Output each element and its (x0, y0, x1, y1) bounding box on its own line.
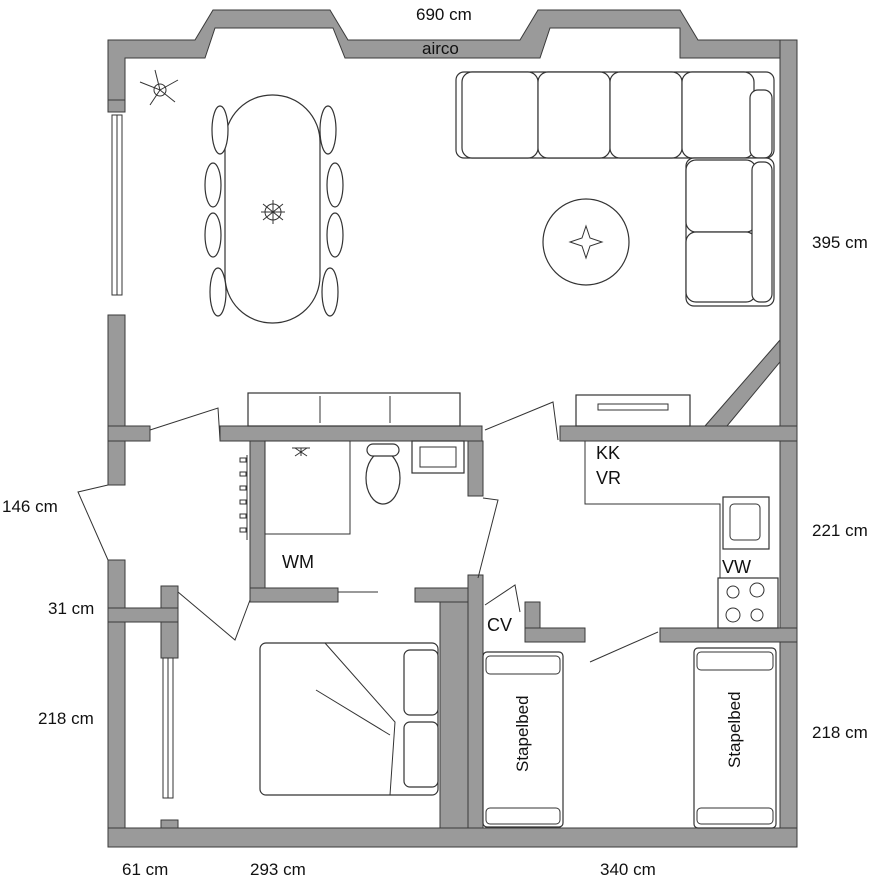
living-bath-wall (219, 425, 483, 442)
burner-icon (725, 607, 741, 623)
left-wall-upper-stub (107, 99, 126, 113)
doors (77, 401, 659, 663)
tv-icon (597, 403, 669, 411)
sofa-seat (609, 71, 683, 159)
dimension-top: 690 cm (416, 5, 472, 24)
burner-icon (749, 582, 765, 598)
kitchen-counter (584, 441, 721, 578)
burner-icon (726, 585, 740, 599)
left-wall-bedroom (107, 559, 126, 848)
dining-chair (321, 267, 339, 317)
star-decoration-icon (568, 224, 604, 260)
bunk-bed-left (482, 651, 564, 828)
bath-right-wall (467, 440, 484, 497)
dining-chair (204, 212, 222, 258)
kids-room-door (589, 631, 659, 663)
kitchen (584, 441, 779, 629)
bunk-bed-left-label: Stapelbed (513, 695, 532, 772)
radiator-icon (239, 455, 248, 540)
hall-wall (107, 425, 151, 442)
corridor-wall (467, 574, 484, 829)
airco-label: airco (422, 39, 459, 58)
dining-chair (204, 162, 222, 208)
dining-chair (326, 212, 344, 258)
front-door (77, 484, 109, 561)
dining-chair (319, 105, 337, 155)
sofa (455, 71, 775, 307)
dimension-labels: 690 cm 395 cm 221 cm 218 cm 146 cm 31 cm… (2, 5, 868, 879)
dining-chair (326, 162, 344, 208)
round-coffee-table (542, 198, 630, 286)
sideboards (247, 392, 691, 427)
kitchen-label-line2: VR (596, 468, 621, 488)
sofa-seat (537, 71, 611, 159)
sofa-seat (685, 231, 757, 303)
dining-chair (209, 267, 227, 317)
bedroom-divider (439, 601, 469, 829)
toilet-tank (366, 443, 400, 457)
bedroom-corridor-wall (107, 607, 179, 623)
dimension-right-living: 395 cm (812, 233, 868, 252)
dimension-bottom-right: 340 cm (600, 860, 656, 879)
boiler-label: CV (487, 615, 512, 635)
coffee-table (542, 198, 630, 286)
dimension-right-kitchen: 221 cm (812, 521, 868, 540)
sofa-seat (461, 71, 539, 159)
corner-plant-icon (139, 69, 179, 106)
sofa-arm (749, 89, 773, 159)
shower (264, 440, 351, 535)
bathroom-sink (411, 440, 465, 474)
sofa-back (751, 161, 773, 303)
bath-bottom-wall (249, 587, 339, 603)
washing-machine-label: WM (282, 552, 314, 572)
room-labels: airco KK VR WM VW CV Stapelbed Stapelbed (282, 39, 751, 772)
sofa-seat (681, 71, 755, 159)
burner-icon (750, 608, 764, 622)
double-bed (259, 642, 439, 796)
sideboard-left (247, 392, 461, 427)
dimension-bottom-left: 61 cm (122, 860, 168, 879)
bath-left-wall (249, 440, 266, 601)
left-wall-living (107, 314, 126, 486)
cv-door (484, 584, 521, 613)
living-kitchen-wall (559, 425, 798, 442)
pillow (403, 649, 439, 716)
dining-chair (211, 105, 229, 155)
dishwasher-label: VW (722, 557, 751, 577)
hall-door (149, 407, 221, 441)
bathroom (239, 440, 465, 540)
walls (107, 9, 798, 848)
bottom-wall (107, 827, 798, 848)
pillow (403, 721, 439, 788)
dimension-left-hall: 146 cm (2, 497, 58, 516)
master-bedroom (259, 642, 439, 796)
right-wall (779, 39, 798, 848)
kitchen-label-line1: KK (596, 443, 620, 463)
kids-bedroom (482, 647, 777, 829)
dimension-left-bedroom: 218 cm (38, 709, 94, 728)
table-plant-icon (261, 200, 285, 224)
kitchen-diagonal-wall (703, 338, 781, 427)
stove (717, 577, 779, 629)
kitchen-door (484, 401, 559, 441)
dining-set (204, 94, 344, 324)
dimension-right-bedrooms: 218 cm (812, 723, 868, 742)
bed-cover-fold (315, 642, 396, 796)
toilet (365, 451, 401, 505)
dimension-bottom-middle: 293 cm (250, 860, 306, 879)
bunk-bed-right (693, 647, 777, 829)
top-wall (107, 9, 798, 109)
sofa-seat (685, 159, 757, 233)
kids-room-top-wall-left (524, 627, 586, 643)
bedroom-door (177, 591, 251, 641)
dimension-left-gap: 31 cm (48, 599, 94, 618)
bathroom-door (477, 497, 499, 579)
kids-room-top-wall-right (659, 627, 798, 643)
bunk-bed-right-label: Stapelbed (725, 691, 744, 768)
windows (111, 114, 174, 799)
